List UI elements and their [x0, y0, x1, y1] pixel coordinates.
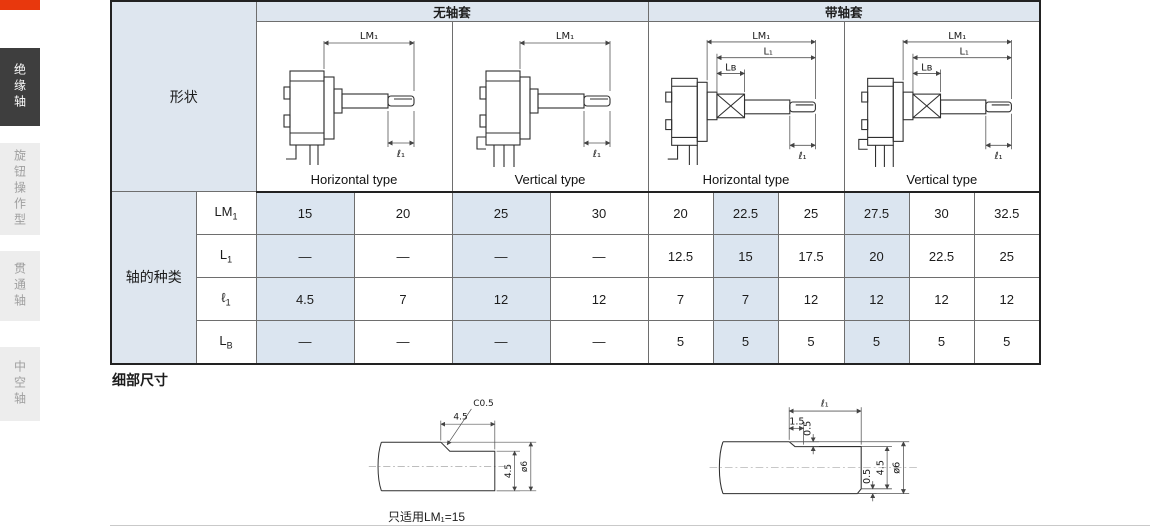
dim-label-chamfer: C0.5 — [473, 399, 494, 409]
dim-label-l1: L₁ — [763, 46, 772, 57]
drawing-cell-no-bushing-horizontal: LM₁ ℓ₁ Horizontal type — [255, 21, 453, 193]
spec-value-cell: 5 — [908, 320, 975, 364]
row-label-lm1: LM1 — [195, 191, 257, 235]
spec-value-cell: 25 — [451, 191, 551, 235]
spec-value-cell: 5 — [712, 320, 779, 364]
spec-value-cell: 12 — [908, 277, 975, 321]
detail-section-title: 细部尺寸 — [112, 372, 168, 388]
dim-label-lm1: LM₁ — [556, 31, 574, 42]
spec-value-cell: 20 — [647, 191, 714, 235]
detail-drawing-right: ℓ₁ 1.5 0.5 0.5 4.5 ø6 — [698, 386, 938, 511]
dim-label-lead: 1.5 — [789, 417, 804, 428]
potentiometer-drawing-no-bushing-horizontal: LM₁ ℓ₁ — [283, 31, 415, 165]
dim-label-flat-length: 4.5 — [453, 413, 467, 423]
spec-value-cell: 25 — [777, 191, 845, 235]
shaft-end-drawing-stepped-flat: ℓ₁ 1.5 0.5 0.5 4.5 ø6 — [709, 398, 919, 502]
spec-value-cell: 5 — [843, 320, 910, 364]
spec-value-cell: 15 — [712, 234, 779, 278]
spec-value-cell: — — [353, 234, 453, 278]
spec-value-cell: 12 — [777, 277, 845, 321]
sidebar-item-hollow-shaft[interactable]: 中空轴 — [0, 347, 40, 421]
section-header-with-bushing: 带轴套 — [647, 0, 1041, 22]
drawing-cell-no-bushing-vertical: LM₁ ℓ₁ Vertical type — [451, 21, 649, 193]
sidebar: 绝缘轴 旋钮操作型 贯通轴 中空轴 — [0, 0, 40, 529]
spec-value-cell: 7 — [353, 277, 453, 321]
dim-label-ell1: ℓ₁ — [994, 151, 1002, 162]
spec-value-cell: 25 — [973, 234, 1041, 278]
dim-label-l1: L₁ — [959, 46, 968, 57]
spec-value-cell: 30 — [908, 191, 975, 235]
spec-value-cell: 5 — [973, 320, 1041, 364]
spec-value-cell: 22.5 — [712, 191, 779, 235]
dim-label-ell1: ℓ₁ — [593, 149, 601, 160]
potentiometer-drawing-with-bushing-vertical: LM₁ L₁ Lʙ ℓ₁ — [858, 31, 1012, 167]
section-header-no-bushing: 无轴套 — [255, 0, 649, 22]
detail-drawing-left: 4.5 C0.5 4.5 ø6 只适用LM₁=15 — [358, 390, 565, 525]
spec-value-cell: — — [451, 234, 551, 278]
type-label-horizontal: Horizontal type — [702, 171, 790, 187]
dim-label-flat-height: 4.5 — [875, 460, 886, 475]
spec-value-cell: — — [255, 234, 355, 278]
section-divider — [110, 525, 1150, 526]
spec-value-cell: 5 — [647, 320, 714, 364]
type-label-horizontal: Horizontal type — [310, 171, 398, 187]
spec-value-cell: — — [549, 234, 649, 278]
spec-value-cell: — — [255, 320, 355, 364]
dim-label-step-bottom: 0.5 — [862, 469, 873, 484]
dim-label-step-top: 0.5 — [802, 421, 813, 436]
shaft-type-row-label: 轴的种类 — [110, 191, 197, 364]
spec-value-cell: 30 — [549, 191, 649, 235]
dim-label-diameter: ø6 — [520, 461, 530, 473]
spec-value-cell: 12 — [973, 277, 1041, 321]
spec-value-cell: 12 — [843, 277, 910, 321]
dim-label-ell1: ℓ₁ — [397, 149, 405, 160]
spec-value-cell: 4.5 — [255, 277, 355, 321]
type-label-vertical: Vertical type — [514, 171, 586, 187]
dim-label-diameter: ø6 — [892, 462, 903, 474]
spec-value-cell: 5 — [777, 320, 845, 364]
spec-value-cell: 15 — [255, 191, 355, 235]
spec-value-cell: 17.5 — [777, 234, 845, 278]
drawing-cell-with-bushing-vertical: LM₁ L₁ Lʙ ℓ₁ Vertical type — [843, 21, 1041, 193]
sidebar-accent-bar — [0, 0, 40, 10]
spec-value-cell: 22.5 — [908, 234, 975, 278]
sidebar-item-insulated-shaft[interactable]: 绝缘轴 — [0, 48, 40, 126]
dim-label-ell1: ℓ₁ — [799, 151, 807, 162]
dim-label-lm1: LM₁ — [360, 31, 378, 42]
spec-value-cell: 20 — [843, 234, 910, 278]
spec-value-cell: 12 — [549, 277, 649, 321]
shaft-end-drawing-flat: 4.5 C0.5 4.5 ø6 — [368, 399, 537, 492]
spec-value-cell: 7 — [647, 277, 714, 321]
spec-value-cell: 32.5 — [973, 191, 1041, 235]
spec-value-cell: 20 — [353, 191, 453, 235]
spec-value-cell: — — [549, 320, 649, 364]
spec-value-cell: 12.5 — [647, 234, 714, 278]
dim-label-flat-height: 4.5 — [504, 464, 514, 478]
sidebar-item-knob-operated[interactable]: 旋钮操作型 — [0, 143, 40, 235]
spec-value-cell: — — [353, 320, 453, 364]
spec-value-cell: 12 — [451, 277, 551, 321]
dim-label-lm1: LM₁ — [752, 31, 770, 42]
row-label-ell1: ℓ1 — [195, 277, 257, 321]
potentiometer-drawing-with-bushing-horizontal: LM₁ L₁ Lʙ ℓ₁ — [665, 31, 816, 165]
potentiometer-drawing-no-bushing-vertical: LM₁ ℓ₁ — [476, 31, 611, 167]
sidebar-item-through-shaft[interactable]: 贯通轴 — [0, 251, 40, 321]
dim-label-lb: Lʙ — [725, 62, 736, 73]
spec-value-cell: — — [451, 320, 551, 364]
type-label-vertical: Vertical type — [906, 171, 978, 187]
detail-dimensions-section: 细部尺寸 4.5 C0.5 — [110, 368, 1039, 526]
shape-row-label: 形状 — [110, 0, 257, 192]
spec-value-cell: 27.5 — [843, 191, 910, 235]
drawing-cell-with-bushing-horizontal: LM₁ L₁ Lʙ ℓ₁ Horizontal type — [647, 21, 845, 193]
spec-table: 形状 无轴套 带轴套 — [110, 0, 1042, 365]
row-label-lb: LB — [195, 320, 257, 364]
spec-value-cell: 7 — [712, 277, 779, 321]
dim-label-lb: Lʙ — [921, 62, 932, 73]
dim-label-flat-length: ℓ₁ — [821, 398, 829, 409]
dim-label-lm1: LM₁ — [948, 31, 966, 42]
detail-caption: 只适用LM₁=15 — [388, 510, 466, 524]
row-label-l1: L1 — [195, 234, 257, 278]
